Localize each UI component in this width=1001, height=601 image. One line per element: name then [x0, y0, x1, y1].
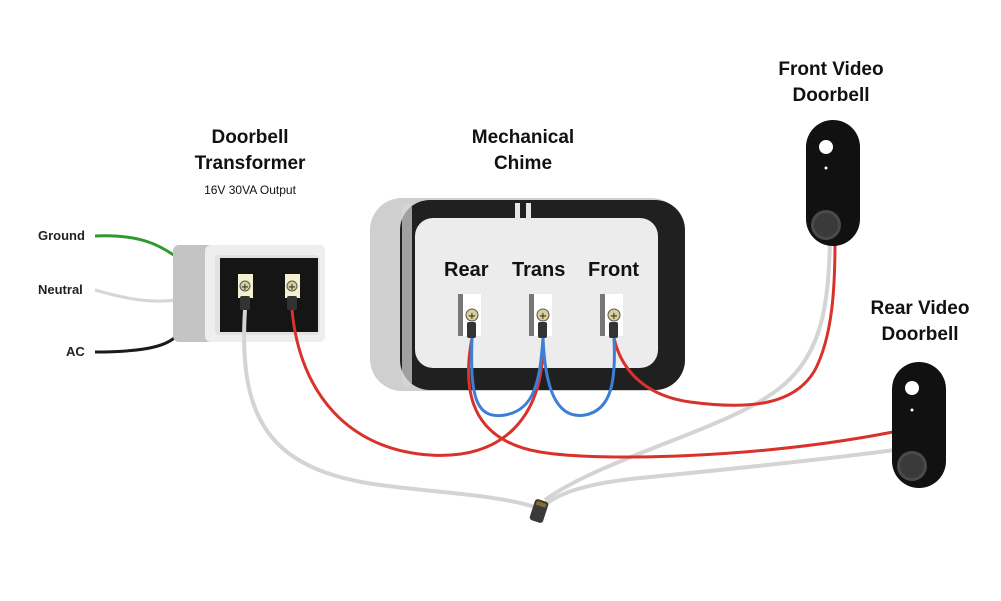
transformer-title-line2: Transformer — [194, 153, 306, 174]
neutral-wire — [94, 288, 179, 303]
front-video-doorbell — [806, 120, 860, 246]
ground-wire — [94, 234, 179, 260]
ac-wire — [94, 327, 184, 354]
transformer-output-rating: 16V 30VA Output — [204, 183, 296, 197]
front-doorbell-white-wire — [543, 241, 832, 502]
front-doorbell-title: Front Video Doorbell — [756, 57, 906, 109]
rear-video-doorbell — [892, 362, 946, 488]
chime-terminal-front-label: Front — [588, 259, 640, 281]
blue-jumper-rear-trans — [470, 337, 545, 418]
transformer-white-wire — [242, 309, 539, 510]
ac-label: AC — [66, 344, 85, 359]
rear-doorbell-title-line1: Rear Video — [870, 298, 970, 319]
transformer-to-rear-red-wire — [290, 309, 545, 457]
svg-text:+: + — [539, 311, 547, 322]
doorbell-transformer: + + — [173, 245, 325, 342]
chime-title-line2: Chime — [493, 153, 553, 174]
svg-text:+: + — [610, 311, 618, 322]
chime-rear-to-rear-doorbell-red-wire — [466, 337, 894, 459]
transformer-title-line1: Doorbell — [211, 127, 289, 148]
svg-text:+: + — [241, 282, 249, 293]
ground-label: Ground — [38, 228, 85, 243]
rear-doorbell-title-line2: Doorbell — [881, 324, 959, 345]
svg-text:+: + — [468, 311, 476, 322]
chime-title-line1: Mechanical — [471, 127, 575, 148]
rear-doorbell-title: Rear Video Doorbell — [845, 296, 995, 348]
chime-terminal-rear-label: Rear — [444, 259, 489, 281]
front-doorbell-title-line2: Doorbell — [792, 85, 870, 106]
neutral-label: Neutral — [38, 282, 83, 297]
wire-nut — [529, 499, 549, 523]
rear-doorbell-white-wire — [543, 448, 896, 507]
svg-text:+: + — [288, 282, 296, 293]
front-doorbell-title-line1: Front Video — [778, 59, 884, 80]
chime-terminal-trans-label: Trans — [512, 259, 566, 281]
mechanical-chime: + + + — [370, 198, 685, 391]
blue-jumper-trans-front — [541, 337, 616, 417]
chime-front-to-front-doorbell-red-wire — [612, 241, 837, 407]
transformer-title: Doorbell Transformer 16V 30VA Output — [180, 125, 320, 203]
chime-title: Mechanical Chime — [448, 125, 598, 177]
